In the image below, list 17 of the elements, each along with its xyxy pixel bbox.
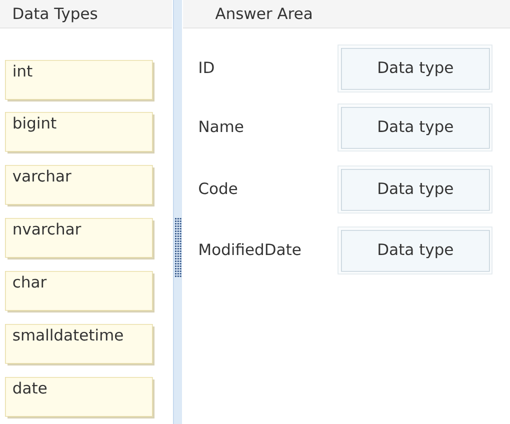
drag-tile: smalldatetime (5, 324, 154, 366)
column-header: Answer Area (182, 0, 510, 28)
drag-tile: date (5, 377, 154, 418)
answer-box: Data type (338, 226, 492, 274)
answer-box: Data type (338, 166, 492, 214)
drag-tile: nvarchar (5, 218, 154, 260)
drag-tile: int (5, 60, 154, 102)
field-label: ModifiedDate (200, 243, 301, 256)
answer-box: Data type (338, 104, 492, 152)
drag-tile: varchar (5, 165, 154, 206)
drag-tile: char (5, 271, 154, 312)
drag-tile: bigint (5, 112, 154, 154)
column-header: Data Types (0, 0, 172, 28)
answer-box: Data type (338, 44, 492, 92)
field-label: ID (200, 62, 214, 73)
field-label: Code (199, 182, 238, 194)
field-label: Name (200, 120, 244, 132)
